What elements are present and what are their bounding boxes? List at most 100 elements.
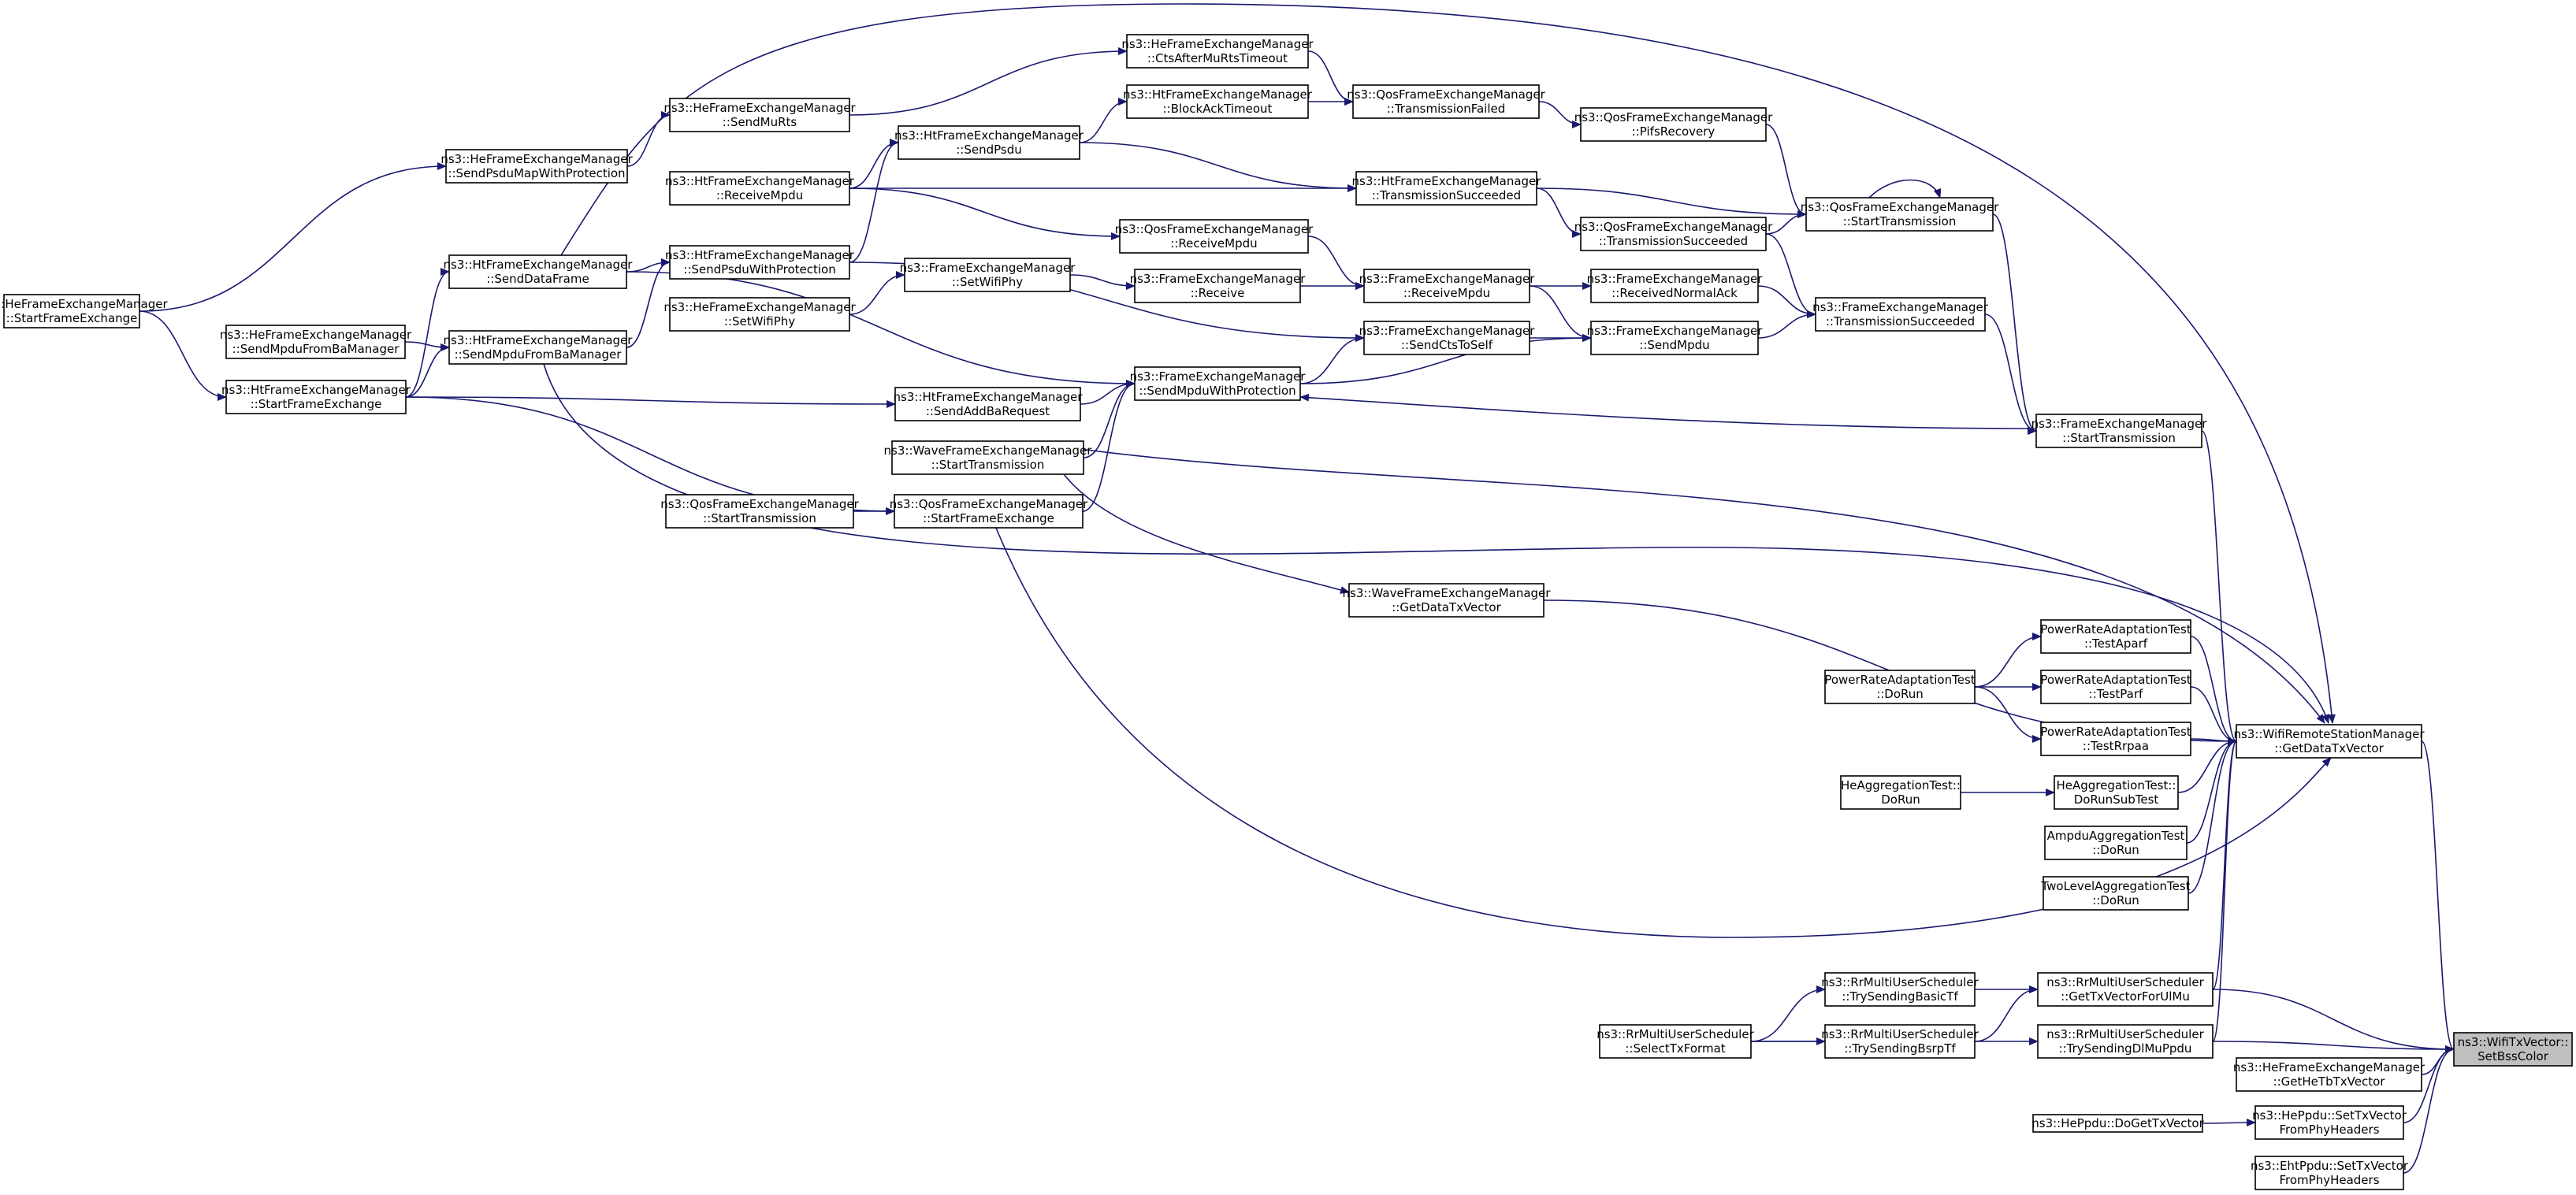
- node-box[interactable]: [1580, 217, 1767, 251]
- node-box[interactable]: [1134, 366, 1301, 401]
- node-box[interactable]: [669, 297, 850, 332]
- node-box[interactable]: [894, 494, 1084, 529]
- node-htfem_SendPsdu[interactable]: ns3::HtFrameExchangeManager::SendPsdu: [894, 125, 1084, 160]
- node-qfem_TxSucc[interactable]: ns3::QosFrameExchangeManager::Transmissi…: [1574, 217, 1773, 251]
- node-box[interactable]: [1599, 1024, 1752, 1059]
- node-fem_SendMpduWP[interactable]: ns3::FrameExchangeManager::SendMpduWithP…: [1130, 366, 1307, 401]
- node-hefemTb[interactable]: ns3::HeFrameExchangeManager::GetHeTbTxVe…: [2233, 1057, 2425, 1092]
- node-box[interactable]: [1355, 171, 1537, 206]
- node-box[interactable]: [2040, 619, 2191, 654]
- node-box[interactable]: [1824, 1024, 1976, 1059]
- node-hefem_SendMpduFromBa[interactable]: ns3::HeFrameExchangeManager::SendMpduFro…: [220, 325, 412, 359]
- node-htfem_ReceiveMpdu[interactable]: ns3::HtFrameExchangeManager::ReceiveMpdu: [665, 171, 855, 206]
- node-qfem_StartTx[interactable]: ns3::QosFrameExchangeManager::StartTrans…: [1801, 197, 1999, 232]
- node-hepduDo[interactable]: ns3::HePpdu::DoGetTxVector: [2031, 1114, 2205, 1133]
- node-fem_Receive[interactable]: ns3::FrameExchangeManager::Receive: [1130, 269, 1307, 303]
- node-box[interactable]: [1126, 84, 1309, 119]
- node-box[interactable]: [225, 380, 407, 414]
- node-qfem_StartTx2[interactable]: ns3::QosFrameExchangeManager::StartTrans…: [660, 494, 860, 529]
- node-box[interactable]: [1805, 197, 1994, 232]
- node-box[interactable]: [2254, 1105, 2404, 1140]
- node-wfem_StartTx[interactable]: ns3::WaveFrameExchangeManager::StartTran…: [884, 440, 1093, 475]
- node-box[interactable]: [1363, 269, 1530, 303]
- node-fem_TxSucc[interactable]: ns3::FrameExchangeManager::TransmissionS…: [1812, 297, 1989, 332]
- node-ampdu[interactable]: AmpduAggregationTest::DoRun: [2044, 826, 2188, 860]
- node-htfem_SendPsduWP[interactable]: ns3::HtFrameExchangeManager::SendPsduWit…: [665, 245, 855, 280]
- node-box[interactable]: [225, 325, 406, 359]
- node-box[interactable]: [2037, 1024, 2214, 1059]
- node-box[interactable]: [2044, 826, 2188, 860]
- node-wfemGetData[interactable]: ns3::WaveFrameExchangeManager::GetDataTx…: [1343, 583, 1552, 618]
- node-prTestRrpaa[interactable]: PowerRateAdaptationTest::TestRrpaa: [2040, 722, 2191, 756]
- node-box[interactable]: [1126, 34, 1309, 69]
- node-fem_RecvNormAck[interactable]: ns3::FrameExchangeManager::ReceivedNorma…: [1587, 269, 1764, 303]
- node-twoLevel[interactable]: TwoLevelAggregationTest::DoRun: [2040, 876, 2191, 911]
- node-box[interactable]: [891, 440, 1084, 475]
- node-box[interactable]: [1824, 670, 1976, 704]
- node-box[interactable]: [2236, 1057, 2422, 1092]
- node-box[interactable]: [904, 258, 1071, 292]
- node-hefem_SendPsduMap[interactable]: ns3::HeFrameExchangeManager::SendPsduMap…: [440, 149, 633, 184]
- node-wrsm[interactable]: ns3::WifiRemoteStationManager::GetDataTx…: [2233, 724, 2425, 759]
- node-qfem_PifsRec[interactable]: ns3::QosFrameExchangeManager::PifsRecove…: [1574, 107, 1773, 142]
- node-htfem_SendAddBa[interactable]: ns3::HtFrameExchangeManager::SendAddBaRe…: [894, 387, 1084, 421]
- node-box[interactable]: [1590, 269, 1759, 303]
- node-box[interactable]: [2040, 722, 2191, 756]
- node-rrSelect[interactable]: ns3::RrMultiUserScheduler::SelectTxForma…: [1597, 1024, 1755, 1059]
- node-box[interactable]: [1590, 321, 1759, 355]
- node-hefem_SetWifiPhy[interactable]: ns3::HeFrameExchangeManager::SetWifiPhy: [664, 297, 856, 332]
- node-prTestAparf[interactable]: PowerRateAdaptationTest::TestAparf: [2040, 619, 2191, 654]
- node-box[interactable]: [2254, 1156, 2404, 1190]
- node-heAggRun[interactable]: HeAggregationTest::DoRun: [1840, 775, 1961, 810]
- node-rrGetTx[interactable]: ns3::RrMultiUserScheduler::GetTxVectorFo…: [2037, 972, 2214, 1007]
- node-qfem_StartFE[interactable]: ns3::QosFrameExchangeManager::StartFrame…: [890, 494, 1088, 529]
- node-box[interactable]: [2037, 972, 2214, 1007]
- node-box[interactable]: [2453, 1032, 2573, 1067]
- node-box[interactable]: [1352, 84, 1540, 119]
- node-box[interactable]: [2236, 724, 2422, 759]
- node-box[interactable]: [445, 149, 628, 184]
- node-box[interactable]: [2035, 414, 2202, 448]
- node-box[interactable]: [1840, 775, 1961, 810]
- node-hefem_StartFE[interactable]: ns3::HeFrameExchangeManager::StartFrameE…: [0, 294, 168, 328]
- node-qfem_TxFailed[interactable]: ns3::QosFrameExchangeManager::Transmissi…: [1347, 84, 1546, 119]
- node-box[interactable]: [669, 98, 850, 132]
- node-root[interactable]: ns3::WifiTxVector::SetBssColor: [2453, 1032, 2573, 1067]
- node-fem_SendCtsToSelf[interactable]: ns3::FrameExchangeManager::SendCtsToSelf: [1359, 321, 1536, 355]
- node-box[interactable]: [1824, 972, 1976, 1007]
- node-box[interactable]: [2054, 775, 2179, 810]
- node-rrTryDl[interactable]: ns3::RrMultiUserScheduler::TrySendingDlM…: [2037, 1024, 2214, 1059]
- node-prDoRun[interactable]: PowerRateAdaptationTest::DoRun: [1824, 670, 1976, 704]
- node-htfem_BlockAckTo[interactable]: ns3::HtFrameExchangeManager::BlockAckTim…: [1123, 84, 1313, 119]
- node-box[interactable]: [669, 245, 850, 280]
- node-rrBsrp[interactable]: ns3::RrMultiUserScheduler::TrySendingBsr…: [1821, 1024, 1979, 1059]
- node-hefem_SendMuRts[interactable]: ns3::HeFrameExchangeManager::SendMuRts: [664, 98, 856, 132]
- node-box[interactable]: [1119, 219, 1309, 254]
- node-fem_StartTx[interactable]: ns3::FrameExchangeManager::StartTransmis…: [2031, 414, 2208, 448]
- node-fem_ReceiveMpdu[interactable]: ns3::FrameExchangeManager::ReceiveMpdu: [1359, 269, 1536, 303]
- node-htfem_SendMpduFromBa[interactable]: ns3::HtFrameExchangeManager::SendMpduFro…: [444, 330, 634, 365]
- node-box[interactable]: [1134, 269, 1301, 303]
- node-box[interactable]: [1348, 583, 1544, 618]
- node-fem_SetWifiPhy[interactable]: ns3::FrameExchangeManager::SetWifiPhy: [900, 258, 1076, 292]
- node-qfem_ReceiveMpdu[interactable]: ns3::QosFrameExchangeManager::ReceiveMpd…: [1115, 219, 1314, 254]
- node-prTestParf[interactable]: PowerRateAdaptationTest::TestParf: [2040, 670, 2191, 704]
- node-htfem_SendDataFrame[interactable]: ns3::HtFrameExchangeManager::SendDataFra…: [444, 254, 634, 289]
- node-box[interactable]: [2032, 1114, 2203, 1133]
- node-box[interactable]: [448, 254, 627, 289]
- node-box[interactable]: [1580, 107, 1767, 142]
- node-box[interactable]: [898, 125, 1080, 160]
- node-box[interactable]: [669, 171, 850, 206]
- node-box[interactable]: [2043, 876, 2189, 911]
- node-box[interactable]: [3, 294, 140, 328]
- node-box[interactable]: [665, 494, 854, 529]
- node-rrBasic[interactable]: ns3::RrMultiUserScheduler::TrySendingBas…: [1821, 972, 1979, 1007]
- node-box[interactable]: [2040, 670, 2191, 704]
- node-hefem_CtsAfterMuRts[interactable]: ns3::HeFrameExchangeManager::CtsAfterMuR…: [1121, 34, 1314, 69]
- node-htfem_StartFE[interactable]: ns3::HtFrameExchangeManager::StartFrameE…: [221, 380, 411, 414]
- node-box[interactable]: [1363, 321, 1530, 355]
- node-box[interactable]: [894, 387, 1081, 421]
- node-box[interactable]: [448, 330, 627, 365]
